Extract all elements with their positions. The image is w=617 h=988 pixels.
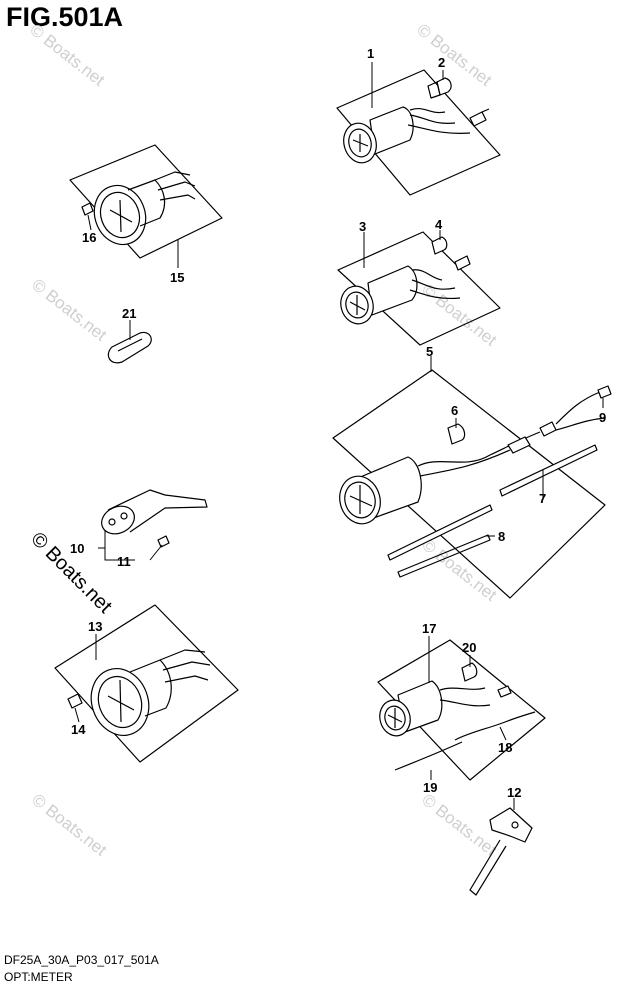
callout-6: 6	[451, 403, 458, 418]
gauge-5	[339, 391, 606, 525]
callout-8: 8	[498, 529, 505, 544]
figure-title: FIG.501A	[6, 2, 124, 32]
footer-code: DF25A_30A_P03_017_501A	[4, 953, 159, 967]
group-box-1	[336, 69, 501, 196]
callout-21: 21	[122, 306, 136, 321]
callout-7: 7	[539, 491, 546, 506]
bulb-14	[67, 693, 83, 709]
callout-2: 2	[438, 55, 445, 70]
callout-3: 3	[359, 219, 366, 234]
gauge-17	[379, 680, 491, 737]
callout-11: 11	[117, 554, 131, 569]
callout-20: 20	[462, 640, 476, 655]
switch-12	[469, 807, 533, 896]
footer-name: OPT:METER	[4, 970, 73, 984]
gauge-13	[90, 649, 211, 736]
callout-13: 13	[88, 619, 102, 634]
group-box-5	[332, 369, 606, 599]
gauge-3	[340, 265, 461, 325]
group-box-3	[337, 231, 501, 346]
callout-labels: 1 2 3 4 5 6 7 8 9 10 11 12 13 14 15 16 1…	[70, 46, 606, 800]
callout-10: 10	[70, 541, 84, 556]
callout-1: 1	[367, 46, 374, 61]
bulb-4	[431, 236, 471, 271]
callout-15: 15	[170, 270, 184, 285]
terminal-9	[597, 385, 612, 399]
bulb-2	[427, 77, 490, 127]
group-box-17	[377, 639, 546, 781]
tube-7	[499, 444, 598, 497]
gauge-1	[343, 106, 471, 164]
callout-5: 5	[426, 344, 433, 359]
callout-4: 4	[435, 217, 443, 232]
callout-14: 14	[71, 722, 86, 737]
tube-8	[387, 504, 493, 561]
callout-12: 12	[507, 785, 521, 800]
mount-10	[101, 489, 208, 535]
gauge-15	[93, 171, 196, 246]
harness-18	[454, 711, 536, 741]
harness-19	[394, 741, 463, 771]
callout-18: 18	[498, 740, 512, 755]
group-box-13	[54, 604, 239, 763]
callout-17: 17	[422, 621, 436, 636]
bracket-21	[107, 331, 152, 364]
tie-8	[397, 534, 491, 578]
callout-9: 9	[599, 410, 606, 425]
bulb-16	[81, 202, 94, 216]
bulb-20	[461, 662, 478, 682]
terminal-20b	[497, 685, 512, 698]
callout-19: 19	[423, 780, 437, 795]
callout-16: 16	[82, 230, 96, 245]
bulb-6	[447, 423, 466, 445]
screw-11	[157, 535, 170, 548]
